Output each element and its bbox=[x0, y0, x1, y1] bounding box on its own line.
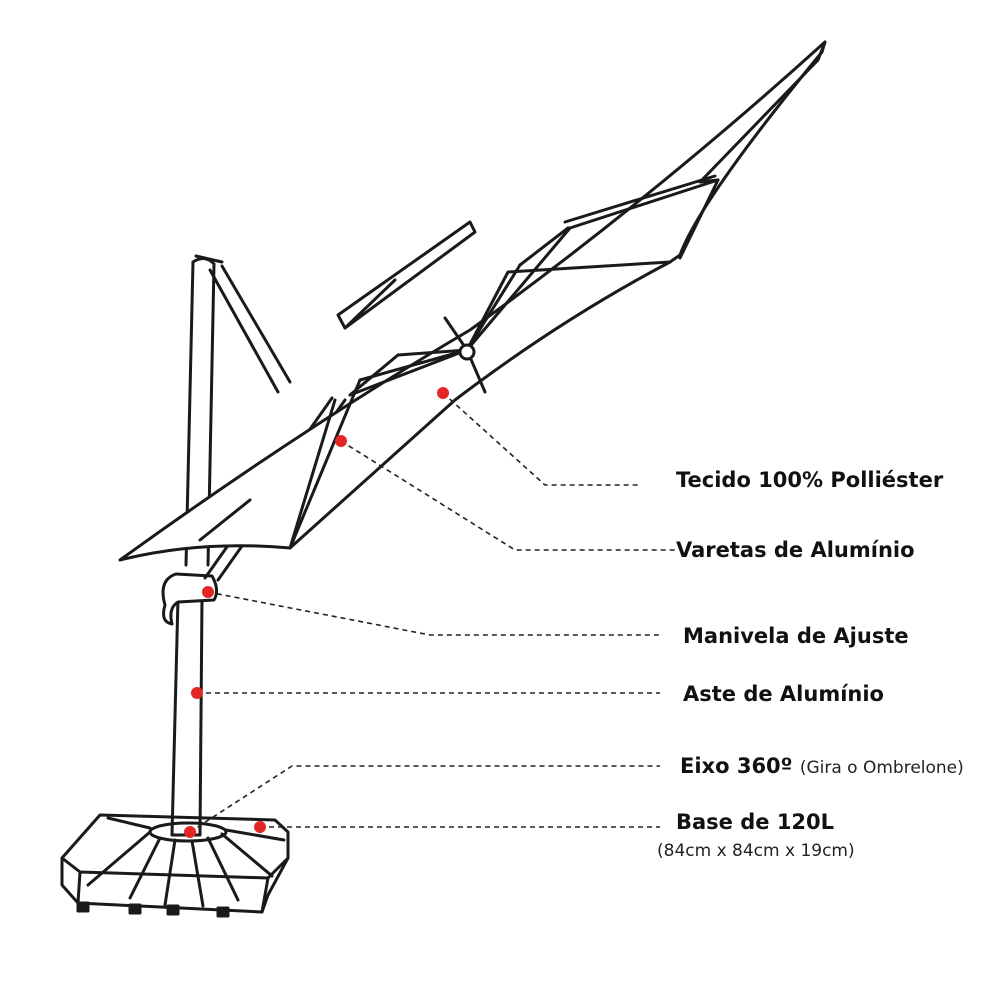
label-rotation-line: Eixo 360º (Gira o Ombrelone) bbox=[680, 756, 964, 777]
markers bbox=[184, 387, 449, 838]
marker-rotation bbox=[184, 826, 196, 838]
label-pole: Aste de Alumínio bbox=[683, 682, 884, 706]
marker-base bbox=[254, 821, 266, 833]
canopy-ribs bbox=[288, 174, 720, 550]
leader-fabric bbox=[442, 392, 640, 486]
marker-crank bbox=[202, 586, 214, 598]
leader-crank bbox=[207, 591, 660, 636]
crank-handle bbox=[161, 572, 219, 626]
label-base: Base de 120L bbox=[676, 810, 835, 834]
label-rotation: Eixo 360º bbox=[680, 754, 793, 778]
leader-rotation bbox=[189, 765, 660, 833]
label-fabric: Tecido 100% Polliéster bbox=[676, 468, 944, 492]
marker-pole bbox=[191, 687, 203, 699]
label-base-dimensions: (84cm x 84cm x 19cm) bbox=[657, 841, 855, 861]
label-ribs: Varetas de Alumínio bbox=[676, 538, 915, 562]
leader-lines bbox=[189, 392, 675, 833]
label-crank: Manivela de Ajuste bbox=[683, 624, 909, 648]
base-tank bbox=[60, 813, 290, 918]
label-rotation-note: (Gira o Ombrelone) bbox=[799, 758, 964, 778]
marker-ribs bbox=[335, 435, 347, 447]
marker-fabric bbox=[437, 387, 449, 399]
